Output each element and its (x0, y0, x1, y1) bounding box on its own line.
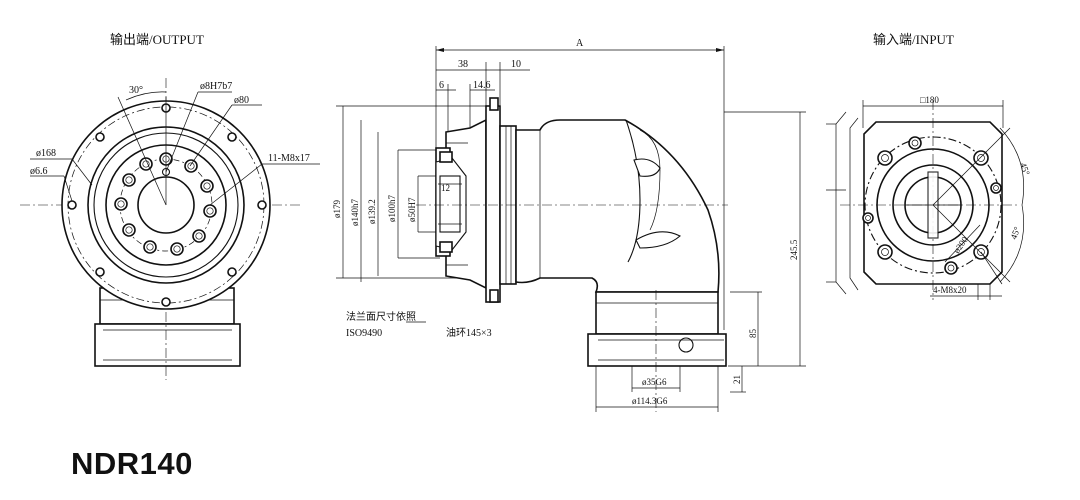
dim-angle-45-top: 45° (1018, 161, 1032, 177)
dim-10: 10 (511, 59, 521, 70)
dim-12: 12 (441, 183, 450, 193)
dim-6: 6 (439, 80, 444, 91)
dim-21: 21 (732, 375, 742, 384)
input-heading: 输入端/INPUT (873, 32, 954, 47)
dim-50h7: ø50H7 (407, 197, 417, 222)
side-output-flange (435, 97, 501, 303)
dim-245-5: 245.5 (789, 239, 799, 260)
input-flange-edge (849, 117, 859, 291)
dim-14-6: 14.6 (473, 80, 491, 91)
dim-8h7b7: ø8H7b7 (200, 81, 232, 92)
output-threaded-holes (114, 152, 217, 256)
side-input-section (587, 291, 727, 412)
side-view: A 38 10 6 14.6 ø179 ø140h7 ø139.2 ø100h7… (332, 38, 806, 412)
output-leaders (30, 91, 320, 206)
dim-square-180: □180 (920, 95, 939, 105)
side-height-dimensions (724, 111, 806, 393)
dim-35g6: ø35G6 (642, 377, 667, 387)
oil-ring-note: 油环145×3 (446, 326, 492, 339)
dim-168: ø168 (36, 148, 56, 159)
dim-179: ø179 (332, 200, 342, 219)
dim-4-m8x20: 4-M8x20 (933, 285, 967, 295)
dim-11-m8x17: 11-M8x17 (268, 153, 310, 164)
input-angle-arc-top (999, 127, 1025, 206)
flange-note-line1: 法兰面尺寸依照 (346, 310, 416, 323)
output-heading: 输出端/OUTPUT (110, 32, 204, 47)
dim-6-6: ø6.6 (30, 166, 48, 177)
dim-85: 85 (748, 329, 758, 339)
dim-140h7: ø140h7 (350, 199, 360, 227)
output-flange-holes (67, 103, 267, 307)
dim-114-3g6: ø114.3G6 (632, 396, 668, 406)
dim-angle-45-bottom: 45° (1008, 225, 1022, 241)
output-view: 输出端/OUTPUT (20, 32, 320, 380)
dim-a: A (576, 38, 584, 49)
side-housing (499, 119, 720, 293)
input-angle-arc-bottom (999, 204, 1025, 283)
dim-139-2: ø139.2 (367, 199, 377, 224)
model-title: NDR140 (71, 446, 193, 481)
dim-angle-30: 30° (129, 85, 143, 96)
input-bolt-circle (864, 136, 1002, 274)
input-pilot (876, 148, 990, 262)
dim-38: 38 (458, 59, 468, 70)
dim-80: ø80 (234, 95, 249, 106)
input-view: 输入端/INPUT □180 (826, 32, 1032, 300)
input-bore-outer (892, 164, 974, 246)
flange-note-line2: ISO9490 (346, 328, 382, 339)
dim-100h7: ø100h7 (387, 195, 397, 223)
